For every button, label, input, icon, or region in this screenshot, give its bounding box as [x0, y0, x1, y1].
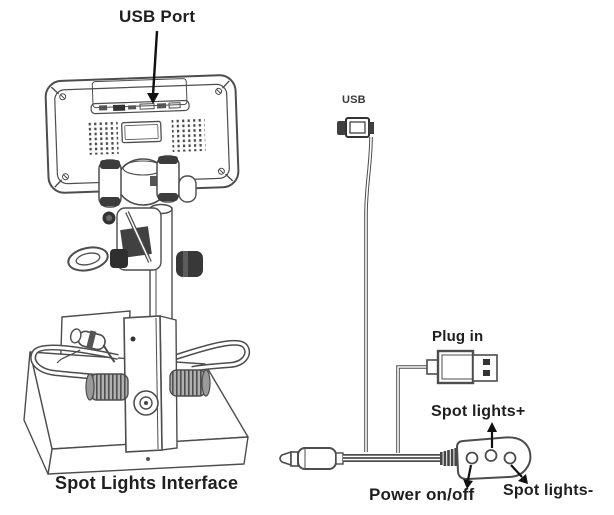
- hinge-knob-right: [178, 175, 197, 203]
- knurled-knob-right: [169, 369, 211, 397]
- monitor-back: [44, 74, 240, 194]
- clamp-left: [98, 159, 122, 208]
- microscope-illustration: [23, 74, 251, 475]
- hinge-bracket: [67, 155, 203, 277]
- arrow-spot-lights-minus: [510, 464, 528, 484]
- barrel-tag: [150, 176, 161, 186]
- audio-jack-connector: [279, 447, 344, 470]
- spot-light-left-arm: [30, 344, 119, 380]
- vent-grid-right: [171, 116, 206, 152]
- focus-knob-right: [176, 251, 203, 277]
- corner-screws: [59, 87, 225, 181]
- housing-screw: [130, 336, 136, 342]
- spot-lights-plus-label: Spot lights+: [431, 403, 526, 420]
- strain-relief: [440, 448, 457, 466]
- usb-port-label: USB Port: [119, 7, 196, 26]
- cable-assembly: [279, 117, 532, 489]
- ring-clamp: [110, 249, 128, 268]
- plug-cable: [396, 365, 428, 453]
- spot-light-right-arm: [175, 339, 251, 372]
- pod-button-lights-plus: [484, 449, 498, 462]
- vent-grid-left: [87, 119, 119, 155]
- plug-in-label: Plug in: [432, 328, 484, 345]
- usb-port-strip: [90, 99, 190, 115]
- usb-plug: [426, 349, 498, 385]
- pod-button-lights-minus: [503, 451, 517, 465]
- usb-connector: [337, 117, 374, 138]
- column-housing: [123, 315, 178, 453]
- spot-light-left-head: [69, 328, 116, 363]
- usb-port-arrow: [147, 30, 159, 104]
- spot-lights-interface-label: Spot Lights Interface: [55, 473, 239, 493]
- ring-handle: [67, 246, 109, 272]
- focus-dial: [133, 390, 159, 416]
- power-on-off-label: Power on/off: [369, 485, 475, 504]
- arrow-power: [463, 464, 473, 489]
- pod-button-power: [465, 451, 479, 465]
- arrow-spot-lights-plus: [487, 422, 497, 448]
- label-plate: [121, 120, 162, 144]
- spot-lights-minus-label: Spot lights-: [503, 482, 594, 499]
- clamp-right: [156, 155, 180, 203]
- usb-cable: [364, 136, 373, 452]
- knurled-knob-left: [85, 373, 129, 401]
- base-screw: [146, 457, 150, 461]
- usb-label: USB: [342, 94, 366, 106]
- control-pod: [455, 436, 532, 481]
- pod-arrows: [463, 422, 528, 489]
